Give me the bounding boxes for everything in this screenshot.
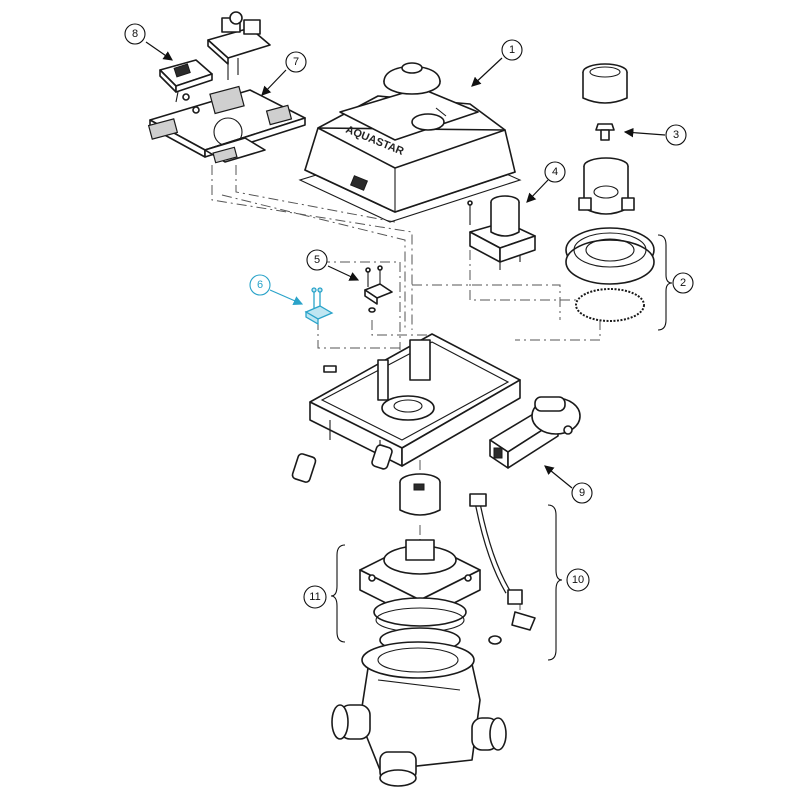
callout-10: 10 xyxy=(566,568,590,592)
part-3-coupling-assembly xyxy=(578,63,635,215)
svg-text:8: 8 xyxy=(132,28,138,40)
part-7-control-board xyxy=(147,11,306,164)
part-8-display-module xyxy=(159,59,213,103)
part-11-valve-head xyxy=(359,539,481,653)
callout-11: 11 xyxy=(303,585,327,609)
svg-text:10: 10 xyxy=(572,574,584,586)
main-housing xyxy=(309,333,521,467)
callout-arrows xyxy=(145,41,666,489)
callout-4: 4 xyxy=(544,161,566,183)
svg-text:2: 2 xyxy=(680,277,686,289)
brace-2 xyxy=(657,234,673,331)
svg-text:11: 11 xyxy=(309,591,320,603)
part-10-hose-fitting xyxy=(469,493,536,645)
part-9-arm xyxy=(489,396,581,469)
part-4-motor xyxy=(467,195,536,270)
part-2-gear-assembly xyxy=(565,227,655,322)
callout-7: 7 xyxy=(285,51,307,73)
callout-9: 9 xyxy=(571,482,593,504)
svg-text:3: 3 xyxy=(673,129,679,141)
part-5-micro-switch xyxy=(364,265,393,313)
svg-text:1: 1 xyxy=(509,44,515,56)
svg-text:9: 9 xyxy=(579,487,585,499)
shaft-coupling xyxy=(399,473,441,516)
callout-1: 1 xyxy=(501,39,523,61)
svg-text:6: 6 xyxy=(257,279,263,291)
cable-glands xyxy=(291,444,393,483)
callout-2: 2 xyxy=(672,272,694,294)
part-1-top-cover: AQUASTAR xyxy=(298,62,522,223)
svg-text:7: 7 xyxy=(293,56,299,68)
valve-body xyxy=(331,641,507,787)
callout-8: 8 xyxy=(124,23,146,45)
svg-text:4: 4 xyxy=(552,166,558,178)
callout-6: 6 xyxy=(249,274,271,296)
brace-11 xyxy=(330,544,346,643)
callout-5: 5 xyxy=(306,249,328,271)
brace-10 xyxy=(547,504,563,661)
part-6-highlighted-component xyxy=(304,287,334,326)
svg-text:5: 5 xyxy=(314,254,320,266)
callout-3: 3 xyxy=(665,124,687,146)
